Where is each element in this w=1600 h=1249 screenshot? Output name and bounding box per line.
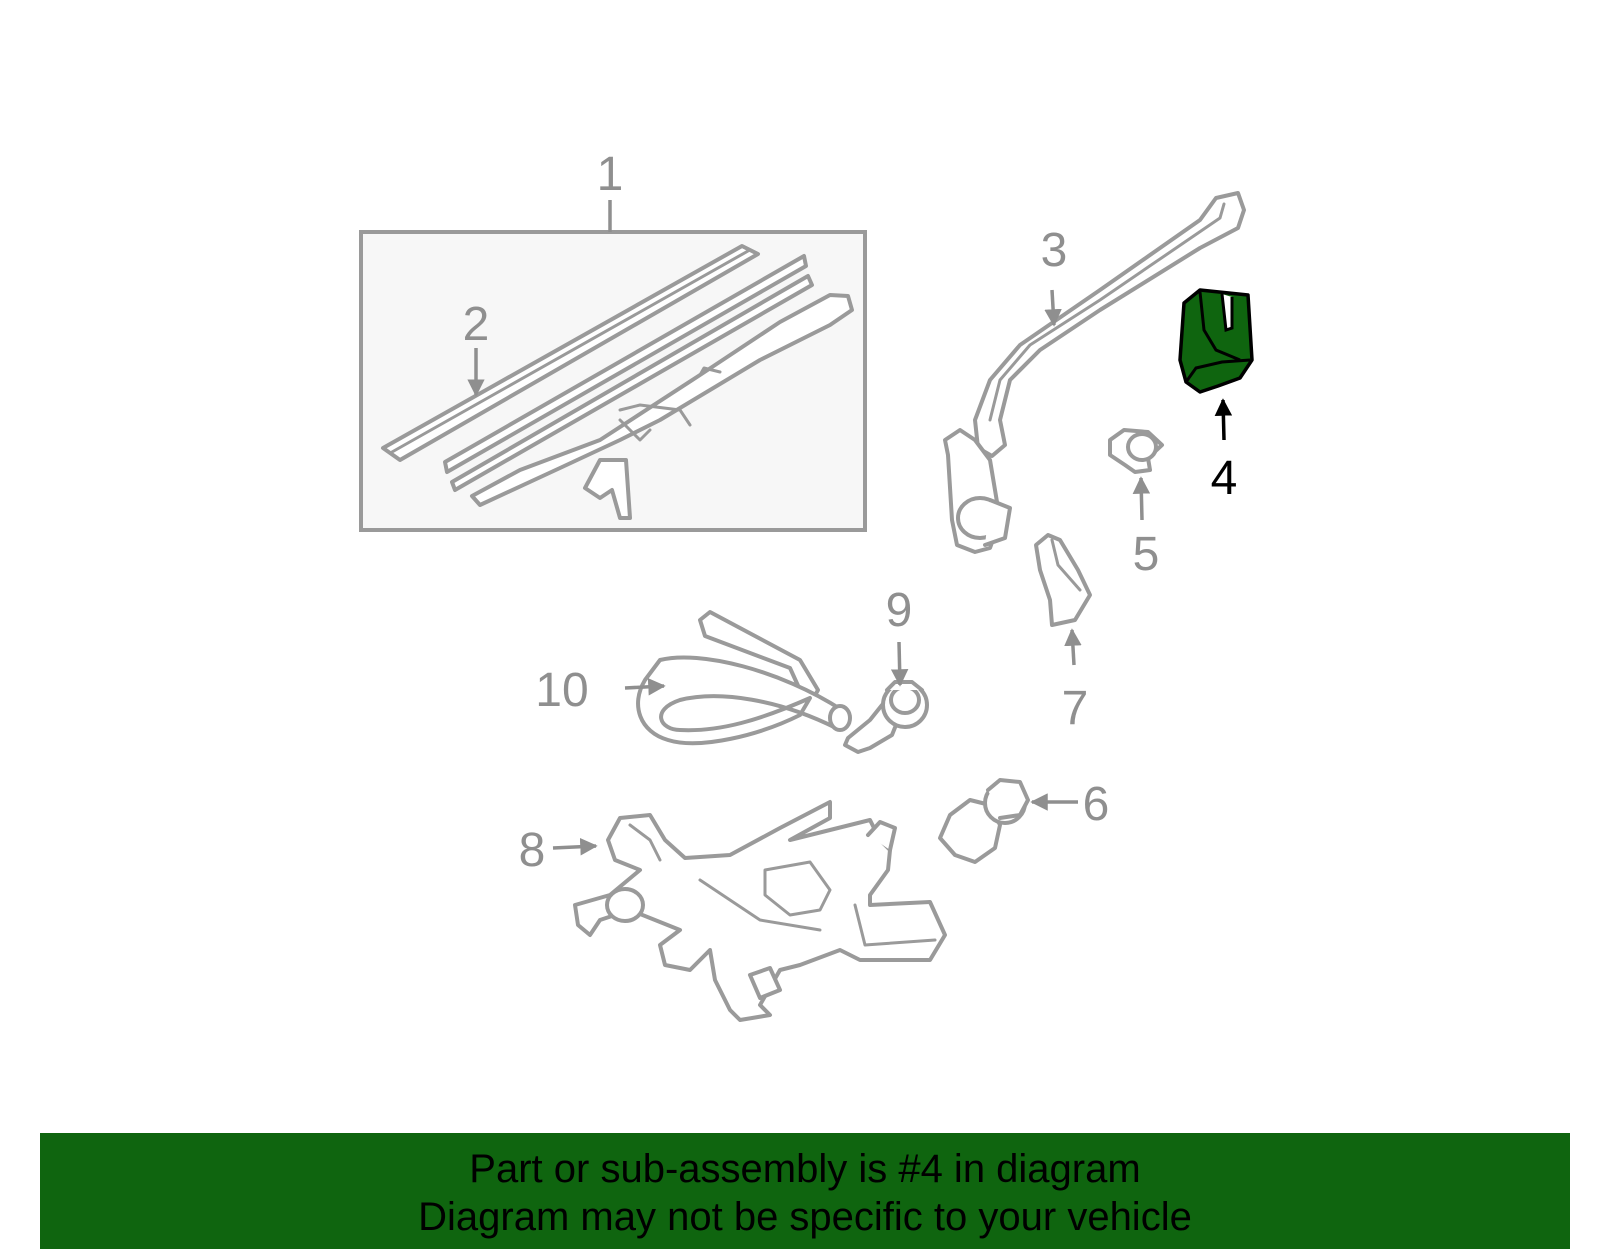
callout-4: 4: [1211, 452, 1238, 505]
washer-hose[interactable]: [636, 610, 852, 746]
callout-1: 1: [597, 148, 624, 201]
wiper-arm[interactable]: [943, 191, 1246, 554]
part-info-banner: Part or sub-assembly is #4 in diagram Di…: [40, 1133, 1570, 1249]
banner-line-disclaimer: Diagram may not be specific to your vehi…: [418, 1195, 1192, 1239]
motor-grommet[interactable]: [938, 778, 1030, 864]
pivot-cover[interactable]: [1034, 533, 1092, 627]
banner-line-part: Part or sub-assembly is #4 in diagram: [469, 1147, 1141, 1191]
wiper-blade-assembly-box[interactable]: [359, 200, 867, 532]
hose-grommet[interactable]: [843, 680, 929, 754]
callout-6: 6: [1083, 778, 1110, 831]
callout-3: 3: [1041, 224, 1068, 277]
callout-2: 2: [463, 298, 490, 351]
callout-10: 10: [535, 664, 588, 717]
wiper-arm-cap[interactable]: [1178, 288, 1254, 394]
callout-5: 5: [1133, 528, 1160, 581]
callout-9: 9: [886, 584, 913, 637]
callout-8: 8: [519, 824, 546, 877]
arm-nut[interactable]: [1108, 428, 1164, 474]
wiper-motor[interactable]: [573, 800, 947, 1022]
callout-7: 7: [1062, 682, 1089, 735]
